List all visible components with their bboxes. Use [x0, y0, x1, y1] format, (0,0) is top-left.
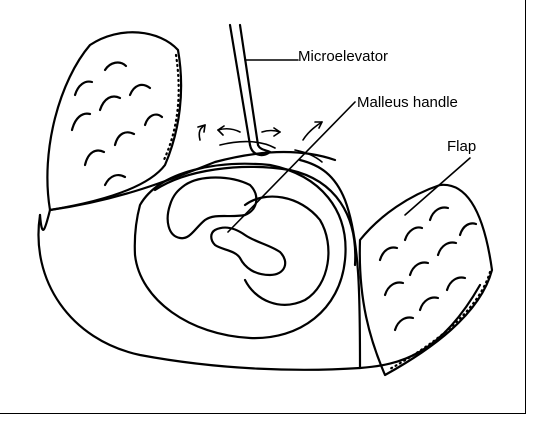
tympanic-membrane: [135, 164, 356, 338]
middle-ear-structures: [168, 178, 329, 305]
leader-lines: [228, 60, 470, 232]
right-skin-flap: [360, 185, 492, 375]
label-malleus-handle: Malleus handle: [357, 94, 458, 111]
label-microelevator: Microelevator: [298, 48, 388, 65]
label-flap: Flap: [447, 138, 476, 155]
microelevator-instrument[interactable]: [230, 25, 270, 155]
